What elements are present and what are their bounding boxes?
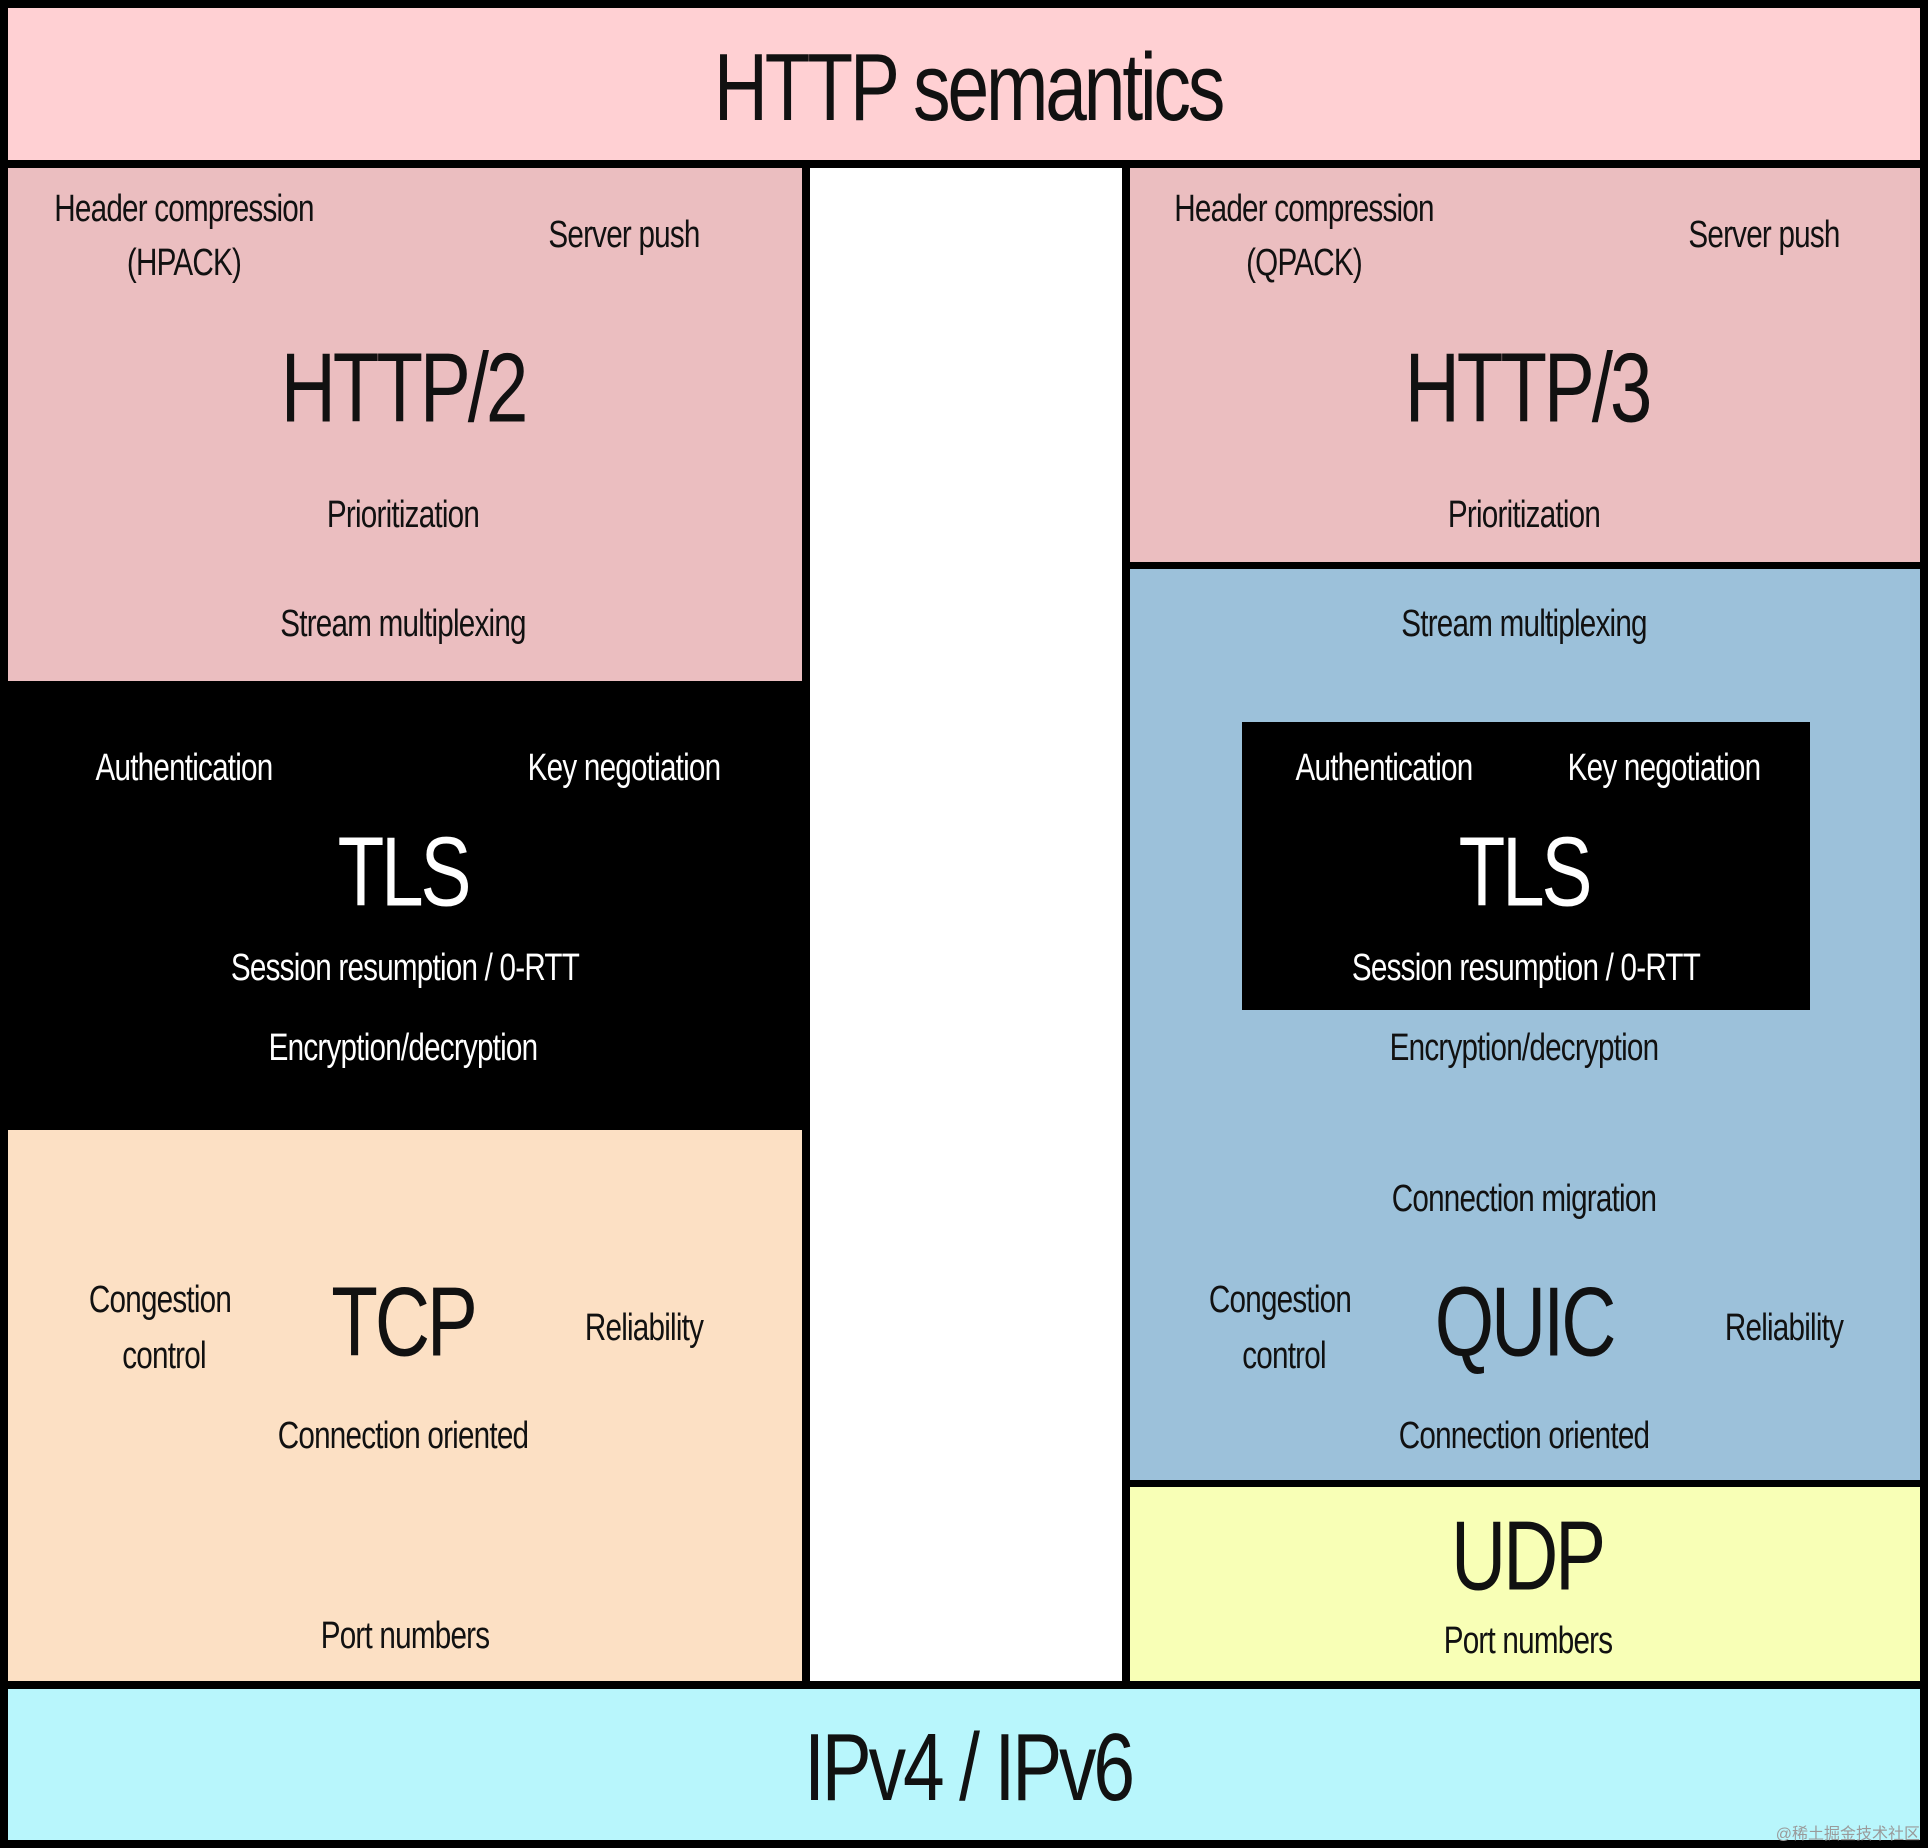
tls-right-box — [1242, 722, 1810, 1010]
tcp-connection-oriented: Connection oriented — [277, 1415, 529, 1458]
tcp-congestion-line2: control — [122, 1335, 206, 1378]
http2-layer — [0, 166, 806, 681]
divider-right-column-left — [1122, 162, 1130, 1684]
outer-border-right — [1920, 0, 1928, 1848]
quic-congestion-line1: Congestion — [1208, 1279, 1352, 1322]
ip-layer — [0, 1687, 1928, 1848]
divider-below-http-semantics — [0, 160, 1928, 168]
quic-title: QUIC — [1434, 1266, 1617, 1377]
http-semantics-layer — [0, 0, 1928, 166]
http3-header-compression: Header compression — [1174, 188, 1434, 231]
http3-server-push: Server push — [1688, 214, 1840, 257]
tls-right-title: TLS — [1458, 816, 1593, 927]
tls-left-layer — [0, 681, 806, 1130]
tls-left-encryption: Encryption/decryption — [268, 1027, 538, 1070]
divider-http3-quic — [1126, 562, 1928, 569]
udp-layer — [1126, 1485, 1928, 1687]
http2-stream-multiplexing: Stream multiplexing — [280, 603, 526, 646]
http3-layer — [1126, 166, 1928, 567]
udp-port-numbers: Port numbers — [1443, 1620, 1613, 1663]
outer-border-top — [0, 0, 1928, 8]
outer-border-left — [0, 0, 8, 1848]
udp-title: UDP — [1450, 1500, 1606, 1611]
http2-server-push: Server push — [548, 214, 700, 257]
http2-header-compression: Header compression — [54, 188, 314, 231]
quic-congestion-line2: control — [1242, 1335, 1326, 1378]
divider-above-ip — [0, 1681, 1928, 1689]
tls-left-title: TLS — [337, 816, 472, 927]
divider-quic-udp — [1126, 1480, 1928, 1487]
tls-right-session-resumption: Session resumption / 0-RTT — [1351, 947, 1701, 990]
tls-right-key-negotiation: Key negotiation — [1567, 747, 1761, 790]
tls-right-authentication: Authentication — [1295, 747, 1474, 790]
quic-connection-oriented: Connection oriented — [1398, 1415, 1650, 1458]
center-gap — [806, 166, 1126, 1687]
ip-title: IPv4 / IPv6 — [804, 1713, 1135, 1821]
tcp-port-numbers: Port numbers — [320, 1615, 490, 1658]
tcp-congestion-line1: Congestion — [88, 1279, 232, 1322]
tls-left-key-negotiation: Key negotiation — [527, 747, 721, 790]
quic-encryption: Encryption/decryption — [1389, 1027, 1659, 1070]
watermark: @稀土掘金技术社区 — [1775, 1826, 1920, 1843]
quic-stream-multiplexing: Stream multiplexing — [1401, 603, 1647, 646]
quic-layer — [1126, 567, 1928, 1485]
http2-prioritization: Prioritization — [326, 494, 480, 537]
tls-left-session-resumption: Session resumption / 0-RTT — [230, 947, 580, 990]
tls-left-authentication: Authentication — [95, 747, 274, 790]
http3-qpack: (QPACK) — [1246, 242, 1363, 285]
http-semantics-title: HTTP semantics — [713, 33, 1225, 141]
divider-left-column-right — [802, 162, 810, 1684]
http2-hpack: (HPACK) — [126, 242, 242, 285]
tcp-layer — [0, 1130, 806, 1687]
http3-prioritization: Prioritization — [1447, 494, 1601, 537]
http3-title: HTTP/3 — [1404, 332, 1653, 443]
quic-reliability: Reliability — [1724, 1307, 1844, 1350]
tcp-title: TCP — [331, 1266, 478, 1377]
outer-border-bottom — [0, 1840, 1928, 1848]
quic-connection-migration: Connection migration — [1391, 1178, 1657, 1221]
tcp-reliability: Reliability — [584, 1307, 704, 1350]
http2-title: HTTP/2 — [280, 332, 529, 443]
